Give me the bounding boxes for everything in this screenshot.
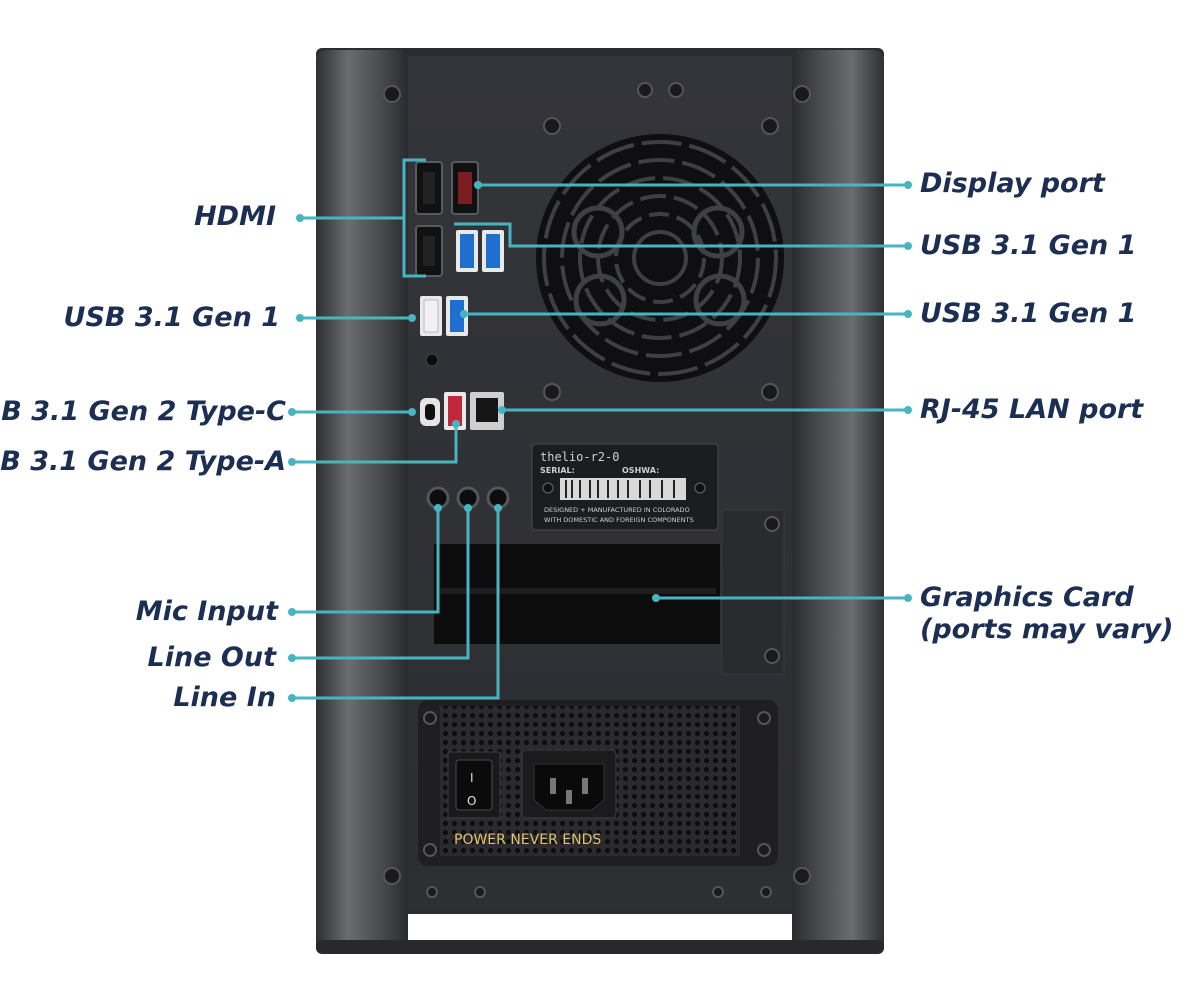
hdmi-ports — [415, 161, 443, 277]
serial-plate: thelio-r2-0 SERIAL: OSHWA: DESIGNED + MA… — [531, 443, 719, 531]
left-pillar — [316, 50, 408, 954]
label-usb-type-a: USB 3.1 Gen 2 Type-A — [0, 446, 286, 477]
plate-line2: WITH DOMESTIC AND FOREIGN COMPONENTS — [544, 516, 694, 524]
label-graphics-card-note: (ports may vary) — [920, 614, 1174, 645]
callout-endpoints — [288, 181, 912, 702]
label-line-out: Line Out — [147, 642, 276, 673]
usb-type-a-red-port — [444, 392, 466, 430]
label-usb-left: USB 3.1 Gen 1 — [63, 302, 280, 333]
label-usb-type-c: USB 3.1 Gen 2 Type-C — [0, 396, 286, 427]
psu-slogan: POWER NEVER ENDS — [454, 832, 601, 848]
power-switch[interactable] — [455, 759, 493, 811]
plate-serial: SERIAL: — [540, 466, 575, 475]
label-display-port: Display port — [920, 168, 1105, 199]
usb-type-c-port — [420, 398, 440, 426]
label-hdmi: HDMI — [194, 201, 276, 232]
power-supply: I O POWER NEVER ENDS — [418, 700, 778, 866]
label-line-in: Line In — [173, 682, 276, 713]
callout-lines — [292, 158, 908, 700]
display-port — [451, 161, 479, 215]
usb-blue-pair — [456, 230, 504, 272]
plate-line1: DESIGNED + MANUFACTURED IN COLORADO — [544, 506, 690, 514]
graphics-card-bracket — [434, 509, 785, 675]
status-led — [425, 353, 439, 367]
switch-off-mark: O — [467, 794, 476, 808]
label-usb-right-top: USB 3.1 Gen 1 — [920, 230, 1137, 261]
audio-jacks — [426, 486, 510, 510]
switch-on-mark: I — [470, 771, 474, 785]
rj45-port — [470, 392, 504, 430]
psu-screws — [423, 711, 771, 857]
label-rj45: RJ-45 LAN port — [920, 394, 1144, 425]
case-screws — [383, 82, 811, 885]
bottom-plate — [408, 872, 792, 910]
plate-model: thelio-r2-0 — [540, 450, 619, 464]
usb-mid-pair — [420, 296, 468, 336]
fan-grille — [536, 134, 784, 382]
plate-oshwa: OSHWA: — [622, 466, 659, 475]
label-usb-right-mid: USB 3.1 Gen 1 — [920, 298, 1137, 329]
label-graphics-card: Graphics Card — [920, 582, 1134, 613]
label-mic-input: Mic Input — [135, 596, 278, 627]
right-pillar — [792, 50, 884, 954]
